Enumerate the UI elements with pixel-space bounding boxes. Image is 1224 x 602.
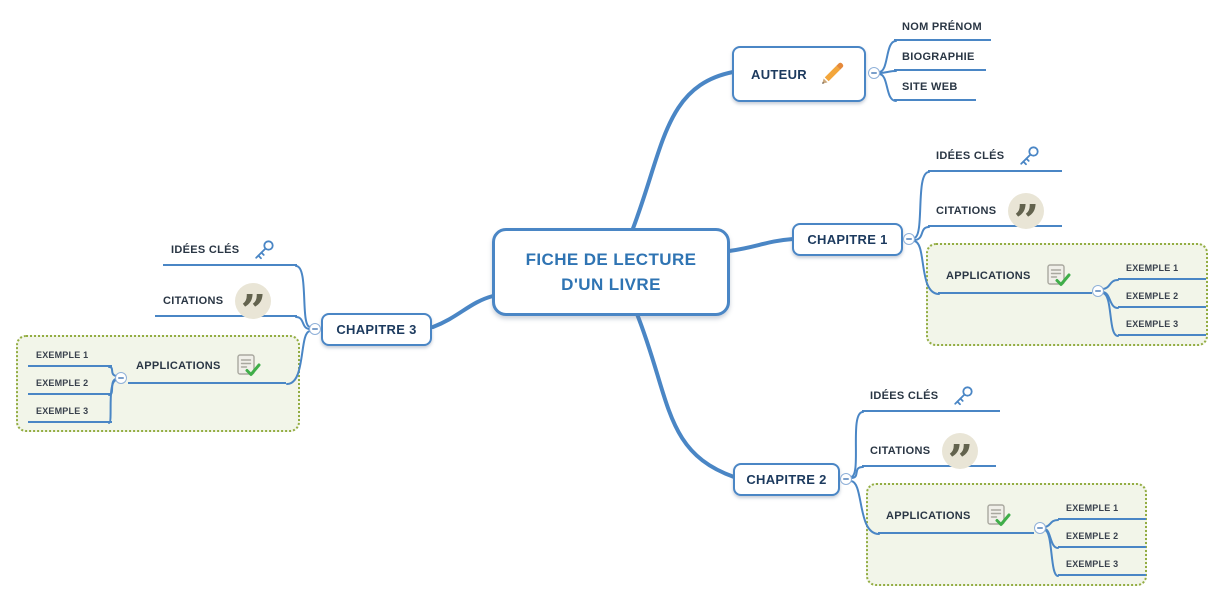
- topic-ch1-exemple-3[interactable]: EXEMPLE 3: [1118, 314, 1206, 336]
- minus-icon: [312, 328, 318, 330]
- topic-ch2-exemple-3[interactable]: EXEMPLE 3: [1058, 554, 1146, 576]
- quote-glyph: ”: [1013, 196, 1039, 230]
- topic-label: EXEMPLE 1: [36, 350, 89, 360]
- topic-label: NOM PRÉNOM: [902, 21, 982, 33]
- quote-glyph: ”: [240, 286, 266, 320]
- node-auteur[interactable]: AUTEUR: [732, 46, 866, 102]
- topic-auteur-biographie[interactable]: BIOGRAPHIE: [894, 45, 986, 71]
- topic-ch1-citations[interactable]: CITATIONS ”: [928, 193, 1062, 229]
- topic-label: EXEMPLE 3: [36, 406, 89, 416]
- quote-icon: ”: [1008, 193, 1045, 230]
- topic-ch3-applications[interactable]: APPLICATIONS: [128, 350, 286, 384]
- node-chapitre-3-label: CHAPITRE 3: [336, 322, 417, 337]
- topic-label: CITATIONS: [870, 445, 931, 457]
- collapse-chapitre-1-icon[interactable]: [903, 233, 915, 245]
- node-chapitre-2[interactable]: CHAPITRE 2: [733, 463, 840, 496]
- topic-ch3-exemple-2[interactable]: EXEMPLE 2: [28, 373, 112, 395]
- topic-label: BIOGRAPHIE: [902, 51, 975, 63]
- key-icon: [950, 383, 976, 409]
- minus-icon: [906, 238, 912, 240]
- minus-icon: [871, 72, 877, 74]
- node-chapitre-2-label: CHAPITRE 2: [746, 472, 827, 487]
- topic-label: EXEMPLE 2: [36, 378, 89, 388]
- topic-label: EXEMPLE 1: [1126, 263, 1179, 273]
- topic-auteur-nom-prenom[interactable]: NOM PRÉNOM: [894, 15, 991, 41]
- quote-glyph: ”: [947, 436, 973, 470]
- topic-label: IDÉES CLÉS: [936, 150, 1005, 162]
- node-chapitre-1-label: CHAPITRE 1: [807, 232, 888, 247]
- topic-label: EXEMPLE 3: [1066, 559, 1119, 569]
- topic-label: EXEMPLE 1: [1066, 503, 1119, 513]
- topic-label: CITATIONS: [936, 205, 997, 217]
- minus-icon: [118, 377, 124, 379]
- collapse-chapitre-3-icon[interactable]: [309, 323, 321, 335]
- topic-label: IDÉES CLÉS: [171, 244, 240, 256]
- topic-label: IDÉES CLÉS: [870, 390, 939, 402]
- scroll-check-icon: [233, 351, 263, 381]
- node-chapitre-3[interactable]: CHAPITRE 3: [321, 313, 432, 346]
- applications-group-chapitre1: [926, 243, 1208, 346]
- topic-label: EXEMPLE 3: [1126, 319, 1179, 329]
- scroll-check-icon: [983, 501, 1013, 531]
- collapse-ch1-applications-icon[interactable]: [1092, 285, 1104, 297]
- minus-icon: [1095, 290, 1101, 292]
- collapse-auteur-icon[interactable]: [868, 67, 880, 79]
- scroll-check-icon: [1043, 261, 1073, 291]
- applications-group-chapitre2: [866, 483, 1147, 586]
- topic-ch3-exemple-3[interactable]: EXEMPLE 3: [28, 401, 112, 423]
- topic-ch3-citations[interactable]: CITATIONS ”: [155, 283, 297, 319]
- topic-ch2-exemple-1[interactable]: EXEMPLE 1: [1058, 498, 1146, 520]
- root-title-line2: D'UN LIVRE: [561, 275, 661, 294]
- topic-label: SITE WEB: [902, 81, 958, 93]
- topic-label: APPLICATIONS: [946, 270, 1031, 282]
- topic-ch1-exemple-2[interactable]: EXEMPLE 2: [1118, 286, 1206, 308]
- collapse-ch3-applications-icon[interactable]: [115, 372, 127, 384]
- topic-ch1-exemple-1[interactable]: EXEMPLE 1: [1118, 258, 1206, 280]
- topic-label: EXEMPLE 2: [1126, 291, 1179, 301]
- collapse-chapitre-2-icon[interactable]: [840, 473, 852, 485]
- key-icon: [1016, 143, 1042, 169]
- node-auteur-label: AUTEUR: [751, 66, 807, 82]
- pencil-icon: [817, 59, 847, 89]
- collapse-ch2-applications-icon[interactable]: [1034, 522, 1046, 534]
- topic-ch2-applications[interactable]: APPLICATIONS: [878, 500, 1034, 534]
- quote-icon: ”: [942, 433, 979, 470]
- topic-ch1-applications[interactable]: APPLICATIONS: [938, 260, 1092, 294]
- topic-label: APPLICATIONS: [136, 360, 221, 372]
- topic-auteur-site-web[interactable]: SITE WEB: [894, 75, 976, 101]
- root-title-line1: FICHE DE LECTURE: [525, 249, 697, 269]
- topic-ch2-idees-cles[interactable]: IDÉES CLÉS: [862, 382, 1000, 412]
- quote-icon: ”: [235, 283, 272, 320]
- topic-ch1-idees-cles[interactable]: IDÉES CLÉS: [928, 142, 1062, 172]
- node-chapitre-1[interactable]: CHAPITRE 1: [792, 223, 903, 256]
- topic-ch2-citations[interactable]: CITATIONS ”: [862, 433, 996, 469]
- root-topic[interactable]: FICHE DE LECTURE D'UN LIVRE: [492, 228, 730, 316]
- topic-ch2-exemple-2[interactable]: EXEMPLE 2: [1058, 526, 1146, 548]
- minus-icon: [843, 478, 849, 480]
- topic-label: EXEMPLE 2: [1066, 531, 1119, 541]
- topic-ch3-idees-cles[interactable]: IDÉES CLÉS: [163, 236, 297, 266]
- topic-label: APPLICATIONS: [886, 510, 971, 522]
- topic-label: CITATIONS: [163, 295, 224, 307]
- topic-ch3-exemple-1[interactable]: EXEMPLE 1: [28, 345, 112, 367]
- minus-icon: [1037, 527, 1043, 529]
- key-icon: [251, 237, 277, 263]
